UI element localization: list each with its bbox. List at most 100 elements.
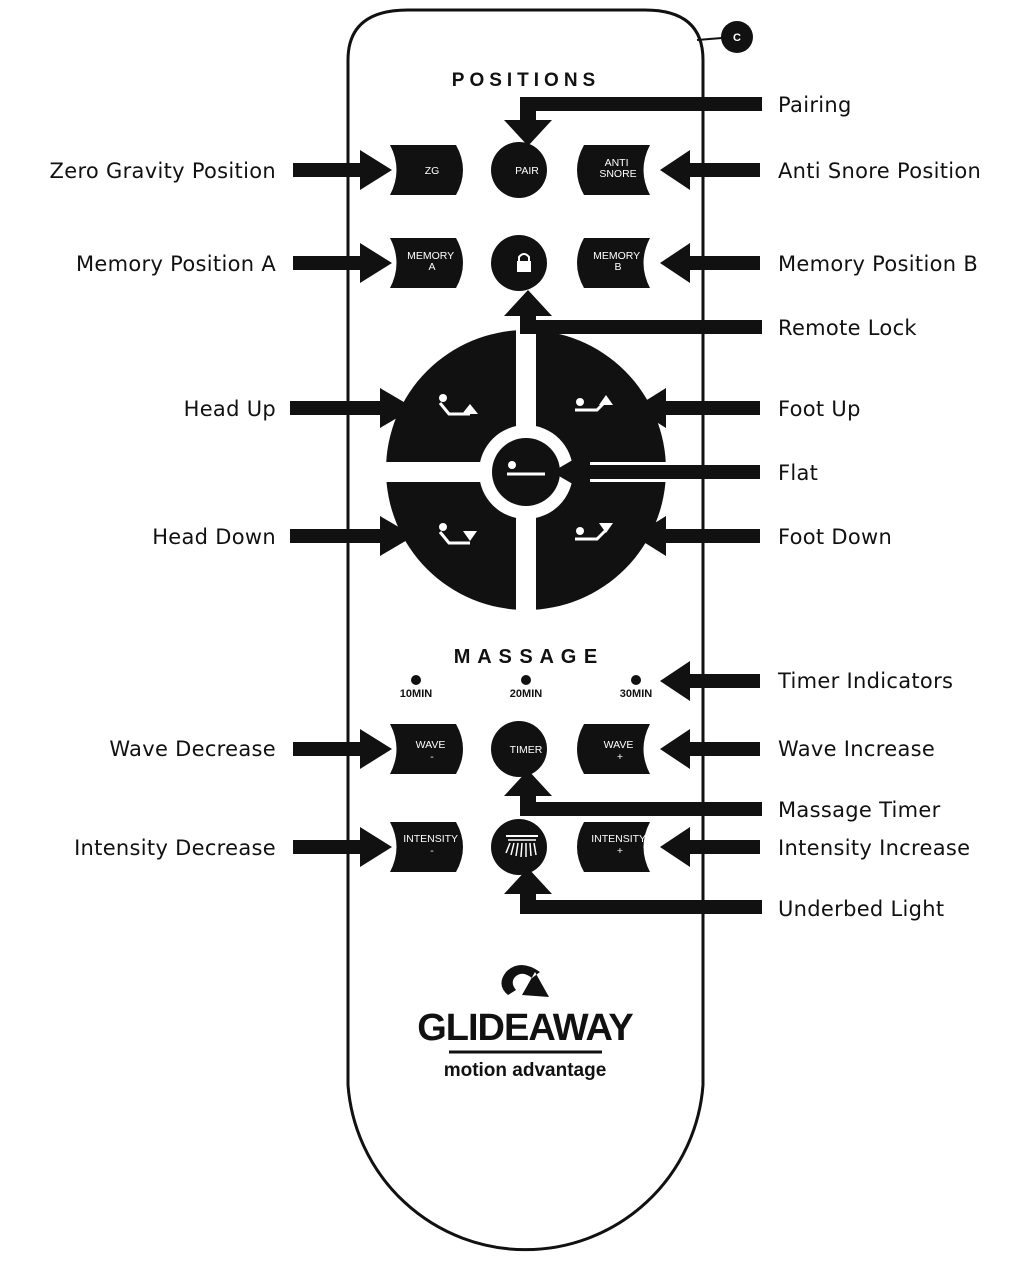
memory-b-label-line-1: MEMORY	[593, 250, 640, 262]
arrow-intensity-increase	[660, 827, 760, 867]
callout-arrows	[290, 97, 762, 914]
wave-decrease-button-label: WAVE -	[416, 739, 449, 763]
memory-b-button[interactable]: MEMORY B	[577, 238, 650, 288]
wave-minus-label-line-2: -	[430, 751, 434, 763]
pair-button[interactable]: PAIR	[491, 142, 547, 198]
glideaway-g-icon	[501, 965, 549, 997]
foot-up-icon	[575, 395, 613, 412]
arrow-foot-up	[634, 388, 760, 428]
callout-wave-decrease: Wave Decrease	[109, 737, 276, 761]
intensity-increase-button[interactable]: INTENSITY +	[577, 822, 650, 872]
callout-intensity-decrease: Intensity Decrease	[74, 836, 276, 860]
callout-zero-gravity: Zero Gravity Position	[50, 159, 276, 183]
intensity-increase-button-label: INTENSITY +	[591, 833, 649, 857]
callout-foot-down: Foot Down	[778, 525, 892, 549]
callout-memory-b: Memory Position B	[778, 252, 978, 276]
brand-name: GLIDEAWAY	[417, 1007, 633, 1049]
intensity-minus-label-line-1: INTENSITY	[403, 833, 458, 845]
memory-a-label-line-2: A	[428, 261, 435, 273]
callout-wave-increase: Wave Increase	[778, 737, 935, 761]
head-up-icon	[438, 394, 478, 416]
memory-a-button[interactable]: MEMORY A	[390, 238, 463, 288]
wave-plus-label-line-1: WAVE	[604, 739, 634, 751]
anti-snore-button[interactable]: ANTI SNORE	[577, 145, 650, 195]
foot-down-button[interactable]	[575, 523, 613, 541]
callout-timer-indicators: Timer Indicators	[777, 669, 953, 693]
arrow-foot-down	[634, 516, 760, 556]
callout-memory-a: Memory Position A	[76, 252, 276, 276]
callout-intensity-increase: Intensity Increase	[778, 836, 970, 860]
wave-increase-button-label: WAVE +	[604, 739, 637, 763]
callout-flat: Flat	[778, 461, 818, 485]
indicator-dot-20	[521, 675, 531, 685]
indicator-label-20: 20MIN	[510, 688, 542, 700]
wave-increase-button[interactable]: WAVE +	[577, 724, 650, 774]
timer-button[interactable]: TIMER	[491, 721, 547, 777]
arrow-intensity-decrease	[293, 827, 392, 867]
memory-a-label-line-1: MEMORY	[407, 250, 454, 262]
arrow-underbed-light	[504, 868, 762, 914]
badge-letter: C	[733, 32, 741, 44]
underbed-light-button[interactable]	[491, 819, 547, 875]
arrow-head-up	[290, 388, 414, 428]
intensity-decrease-button-label: INTENSITY -	[403, 833, 461, 857]
arrow-anti-snore	[660, 150, 760, 190]
arrow-wave-decrease	[293, 729, 392, 769]
brand-tagline: motion advantage	[444, 1060, 607, 1081]
pair-button-label: PAIR	[515, 165, 539, 177]
arrow-timer-indicators	[660, 661, 760, 701]
memory-a-button-label: MEMORY A	[407, 250, 457, 273]
callout-remote-lock: Remote Lock	[778, 316, 917, 340]
callout-underbed-light: Underbed Light	[778, 897, 944, 921]
timer-indicator-10: 10MIN	[400, 675, 432, 700]
positions-title: POSITIONS	[452, 70, 600, 91]
intensity-decrease-button[interactable]: INTENSITY -	[390, 822, 463, 872]
intensity-plus-label-line-2: +	[617, 845, 623, 857]
callout-foot-up: Foot Up	[778, 397, 861, 421]
zg-button[interactable]: ZG	[390, 145, 463, 195]
indicator-dot-10	[411, 675, 421, 685]
remote-body-outline	[346, 8, 705, 1252]
glideaway-logo: GLIDEAWAY motion advantage	[417, 965, 634, 1081]
anti-snore-label-line-1: ANTI	[605, 157, 629, 169]
arrow-head-down	[290, 516, 414, 556]
pair-label-line: PAIR	[515, 165, 539, 177]
flat-icon	[507, 461, 545, 476]
arrow-massage-timer	[504, 770, 762, 816]
callout-head-down: Head Down	[152, 525, 276, 549]
arrow-zero-gravity	[293, 150, 392, 190]
arrow-remote-lock	[504, 290, 762, 334]
arrow-memory-b	[660, 243, 760, 283]
arrow-flat	[552, 450, 760, 494]
head-up-button[interactable]	[438, 394, 478, 416]
indicator-label-30: 30MIN	[620, 688, 652, 700]
callout-anti-snore: Anti Snore Position	[778, 159, 981, 183]
callout-pairing: Pairing	[778, 93, 852, 117]
memory-b-label-line-2: B	[614, 261, 621, 273]
anti-snore-button-label: ANTI SNORE	[599, 157, 636, 180]
head-down-icon	[438, 523, 477, 545]
wave-plus-label-line-2: +	[617, 751, 623, 763]
badge-c: C	[696, 21, 753, 53]
massage-title: M A S S A G E	[454, 646, 599, 668]
timer-indicator-20: 20MIN	[510, 675, 542, 700]
wave-minus-label-line-1: WAVE	[416, 739, 446, 751]
foot-up-button[interactable]	[575, 395, 613, 412]
arrow-memory-a	[293, 243, 392, 283]
lock-icon	[517, 253, 531, 272]
intensity-plus-label-line-1: INTENSITY	[591, 833, 646, 845]
callout-head-up: Head Up	[184, 397, 276, 421]
lock-button[interactable]	[491, 235, 547, 291]
timer-indicator-30: 30MIN	[620, 675, 652, 700]
timer-button-label: TIMER	[510, 744, 543, 756]
head-down-button[interactable]	[438, 523, 477, 545]
callout-massage-timer: Massage Timer	[778, 798, 941, 822]
intensity-minus-label-line-2: -	[430, 845, 434, 857]
indicator-label-10: 10MIN	[400, 688, 432, 700]
arrow-pairing	[504, 97, 762, 146]
anti-snore-label-line-2: SNORE	[599, 168, 636, 180]
flat-button[interactable]	[492, 438, 560, 506]
zg-label-line: ZG	[425, 165, 440, 177]
wave-decrease-button[interactable]: WAVE -	[390, 724, 463, 774]
